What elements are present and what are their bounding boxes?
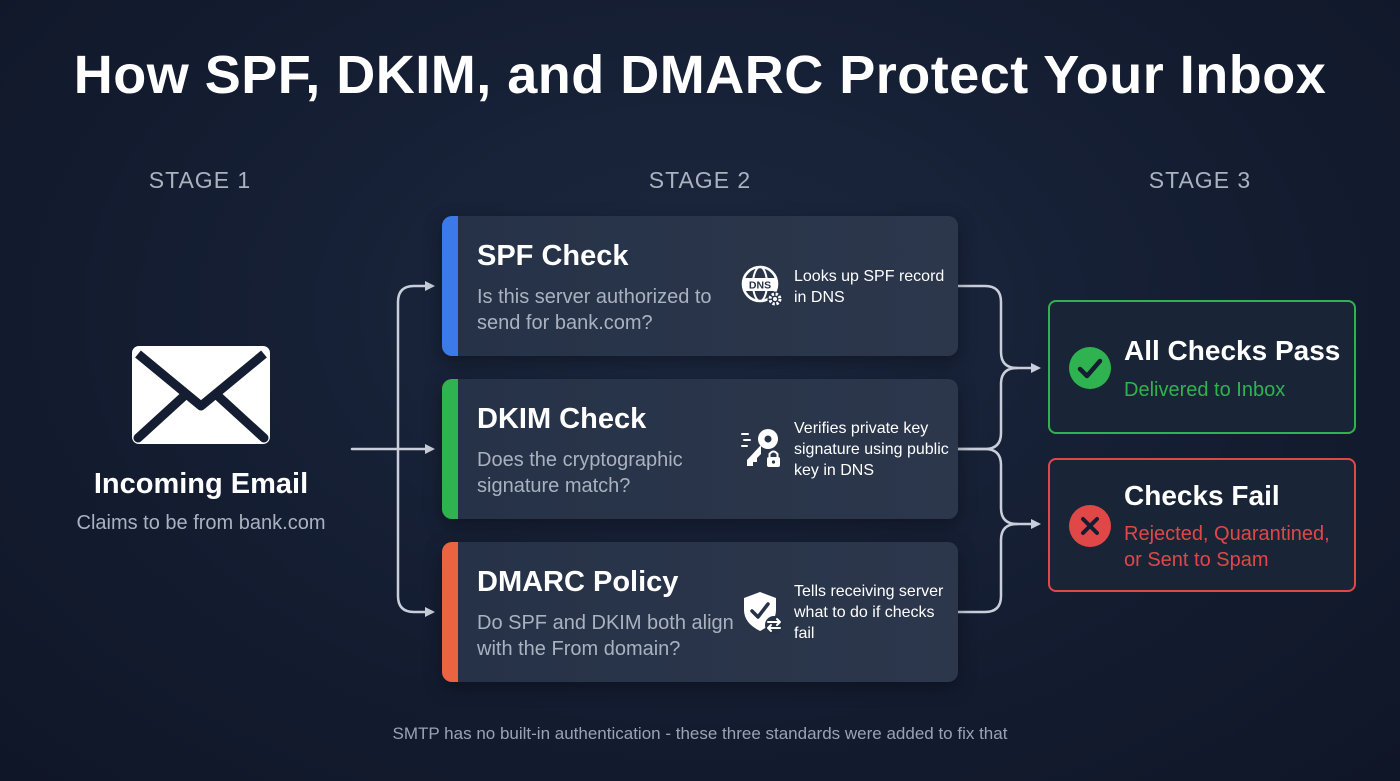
connector-spf-to-pass (956, 284, 1041, 373)
incoming-email-subtitle: Claims to be from bank.com (76, 512, 326, 534)
svg-text:DNS: DNS (749, 280, 771, 292)
spf-accent-stripe (442, 216, 458, 356)
envelope-icon (132, 346, 270, 444)
stage-3-label: STAGE 3 (1148, 167, 1252, 193)
dmarc-accent-stripe (442, 542, 458, 682)
x-circle-icon (1069, 505, 1111, 547)
spf-check-title: SPF Check (477, 240, 629, 272)
dns-gear-icon: DNS (741, 265, 783, 307)
dkim-check-title: DKIM Check (477, 403, 647, 435)
stage-1-label: STAGE 1 (148, 167, 252, 193)
shield-check-icon (744, 592, 783, 634)
stage-2-label: STAGE 2 (648, 167, 752, 193)
connector-dkim-to-pass (956, 366, 1019, 451)
incoming-email-title: Incoming Email (93, 468, 309, 500)
spf-check-description: Looks up SPF record in DNS (794, 268, 945, 306)
dmarc-check-card: DMARC Policy Do SPF and DKIM both align … (442, 542, 958, 682)
spf-check-question: Is this server authorized to send for ba… (477, 286, 712, 334)
page-title: How SPF, DKIM, and DMARC Protect Your In… (73, 45, 1327, 105)
connector-to-spf (396, 281, 435, 451)
fail-result-subtitle: Rejected, Quarantined, or Sent to Spam (1124, 523, 1330, 571)
spf-check-card: SPF Check Is this server authorized to s… (442, 216, 958, 356)
dmarc-check-question: Do SPF and DKIM both align with the From… (477, 612, 734, 660)
connector-dkim-to-fail (956, 447, 1041, 529)
fail-result-card: Checks Fail Rejected, Quarantined, or Se… (1048, 458, 1356, 592)
dkim-check-card: DKIM Check Does the cryptographic signat… (442, 379, 958, 519)
fail-result-title: Checks Fail (1124, 480, 1280, 511)
dmarc-check-title: DMARC Policy (477, 566, 679, 598)
dmarc-check-description: Tells receiving server what to do if che… (794, 583, 944, 642)
pass-result-card: All Checks Pass Delivered to Inbox (1048, 300, 1356, 434)
dkim-accent-stripe (442, 379, 458, 519)
connector-to-dmarc (396, 447, 435, 617)
pass-result-subtitle: Delivered to Inbox (1124, 379, 1286, 401)
connector-dmarc-to-fail (956, 522, 1019, 614)
dkim-check-description: Verifies private key signature using pub… (794, 420, 949, 479)
dkim-check-question: Does the cryptographic signature match? (477, 449, 683, 497)
pass-result-title: All Checks Pass (1124, 335, 1341, 366)
check-circle-icon (1069, 347, 1111, 389)
footer-note: SMTP has no built-in authentication - th… (392, 724, 1008, 743)
key-lock-icon (741, 429, 780, 467)
